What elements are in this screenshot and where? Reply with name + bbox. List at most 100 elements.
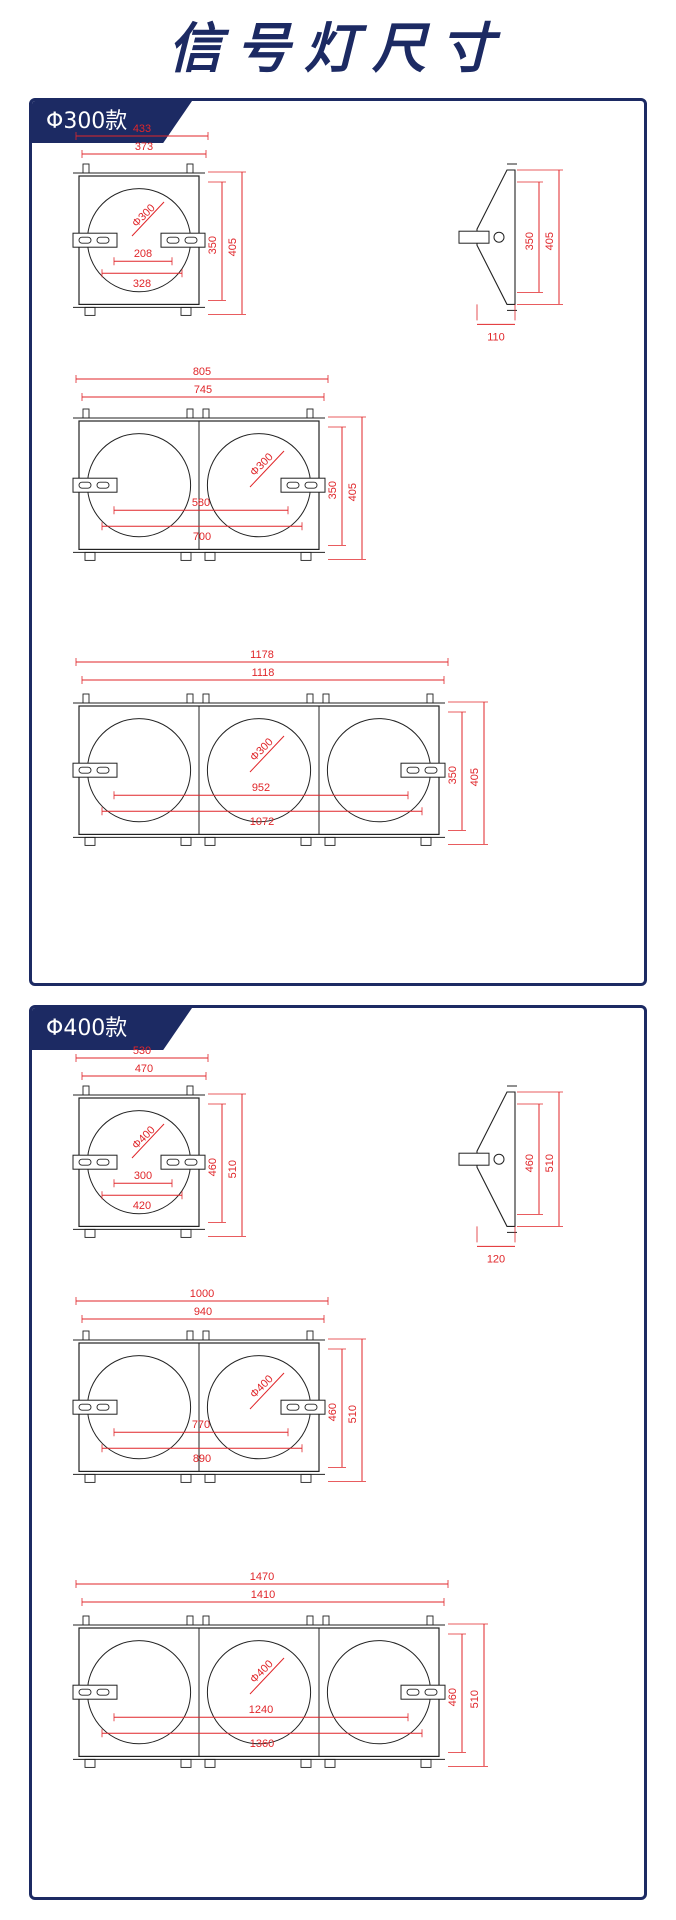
phi300-triple-w-inner-label: 1118: [252, 667, 275, 679]
phi300-single-slot-b-right: [184, 236, 198, 244]
phi400-single-mount-inner-label: 300: [134, 1170, 152, 1182]
phi300-double-foot-a-2: [204, 551, 216, 561]
phi300-double-tab-a-1: [82, 408, 90, 419]
phi300-single-w-inner-label: 373: [135, 141, 153, 153]
phi400-double-h-outer-label: 510: [347, 1405, 359, 1423]
phi400-side-h-inner-label: 460: [524, 1154, 536, 1172]
phi400-triple-slot-b-right: [424, 1688, 438, 1696]
phi400-triple-tab-a-1: [82, 1615, 90, 1626]
phi400-double-tab-a-2: [202, 1330, 210, 1341]
phi400-triple-w-inner-label: 1410: [251, 1589, 275, 1601]
phi400-side-bolt: [493, 1153, 505, 1165]
phi300-triple-tab-b-1: [186, 693, 194, 704]
phi300-double-slot-b-right: [304, 481, 318, 489]
phi300-triple-h-inner-label: 350: [447, 766, 459, 784]
phi400-triple-h-outer-label: 510: [469, 1690, 481, 1708]
phi400-triple-h-inner-label: 460: [447, 1688, 459, 1706]
phi400-double-slot-a-left: [78, 1403, 92, 1411]
phi400-double-foot-a-1: [84, 1473, 96, 1483]
phi300-double-mount-outer-label: 700: [193, 531, 211, 543]
phi300-double-w-inner-label: 745: [194, 384, 212, 396]
phi300-side-h-inner-label: 350: [524, 232, 536, 250]
phi400-triple-tab-a-3: [322, 1615, 330, 1626]
phi300-tag-label: Φ300款: [46, 109, 128, 134]
phi400-single-dia-label: Φ400: [130, 1124, 158, 1152]
phi400-triple-housing: [78, 1627, 440, 1757]
phi400-single-h-outer-label: 510: [227, 1160, 239, 1178]
phi300-triple-slot-b-right: [424, 766, 438, 774]
phi300-triple-bracket-left: [72, 762, 118, 778]
phi300-triple-housing: [78, 705, 440, 835]
phi300-single-slot-b-left: [96, 236, 110, 244]
phi400-triple-tab-a-2: [202, 1615, 210, 1626]
phi300-side-h-outer-label: 405: [544, 232, 556, 250]
phi300-single-tab-a-1: [82, 163, 90, 174]
phi300-double-h-inner-label: 350: [327, 481, 339, 499]
phi400-double-slot-a-right: [286, 1403, 300, 1411]
phi300-triple-slot-b-left: [96, 766, 110, 774]
phi300-single-mount-inner-label: 208: [134, 248, 152, 260]
phi300-single-bracket-left: [72, 232, 118, 248]
phi400-double-slot-b-left: [96, 1403, 110, 1411]
phi400-double-slot-b-right: [304, 1403, 318, 1411]
phi400-double-bracket-right: [280, 1399, 326, 1415]
phi300-triple-tab-a-3: [322, 693, 330, 704]
phi400-triple-dia-line: [249, 1657, 285, 1695]
phi300-single-mount-outer-label: 328: [133, 278, 151, 290]
phi300-double-dia-line: [249, 450, 285, 488]
phi300-side-depth-label: 110: [487, 331, 505, 343]
phi400-triple-slot-a-right: [406, 1688, 420, 1696]
phi300-single-bracket-right: [160, 232, 206, 248]
phi400-triple-slot-a-left: [78, 1688, 92, 1696]
phi300-triple-foot-b-3: [420, 836, 432, 846]
phi300-double-foot-b-1: [180, 551, 192, 561]
phi400-side-h-outer-label: 510: [544, 1154, 556, 1172]
phi400-double-w-inner-label: 940: [194, 1306, 212, 1318]
phi300-side-bolt: [493, 231, 505, 243]
phi300-triple-mount-outer-label: 1072: [250, 816, 274, 828]
phi300-triple-foot-b-2: [300, 836, 312, 846]
phi400-single-slot-a-right: [166, 1158, 180, 1166]
phi400-triple-mount-inner-label: 1240: [249, 1704, 273, 1716]
phi300-double-h-outer-label: 405: [347, 483, 359, 501]
phi300-triple-foot-a-2: [204, 836, 216, 846]
phi300-triple-slot-a-right: [406, 766, 420, 774]
phi400-triple-slot-b-left: [96, 1688, 110, 1696]
phi400-triple-bracket-right: [400, 1684, 446, 1700]
phi400-triple-tab-b-1: [186, 1615, 194, 1626]
phi300-triple-tab-b-2: [306, 693, 314, 704]
phi400-single-slot-b-left: [96, 1158, 110, 1166]
phi300-triple-tab-a-1: [82, 693, 90, 704]
phi300-single-foot-b-1: [180, 306, 192, 316]
phi300-single-w-outer-label: 433: [133, 123, 151, 135]
phi300-single-h-inner-label: 350: [207, 236, 219, 254]
phi300-double-bracket-left: [72, 477, 118, 493]
phi400-double-foot-b-2: [300, 1473, 312, 1483]
phi300-triple-lamp-2: [206, 718, 312, 823]
phi400-side-depth-label: 120: [487, 1253, 505, 1265]
phi300-double-w-outer-label: 805: [193, 366, 211, 378]
phi400-side-mount: [458, 1152, 490, 1166]
phi400-single-h-inner-label: 460: [207, 1158, 219, 1176]
phi400-single-mount-outer-label: 420: [133, 1200, 151, 1212]
phi400-triple-tab-b-2: [306, 1615, 314, 1626]
phi300-triple-bracket-right: [400, 762, 446, 778]
phi400-single-tab-b-1: [186, 1085, 194, 1096]
phi400-single-slot-b-right: [184, 1158, 198, 1166]
phi300-triple-foot-b-1: [180, 836, 192, 846]
phi300-triple-tab-a-2: [202, 693, 210, 704]
phi400-triple-w-outer-label: 1470: [250, 1571, 274, 1583]
phi400-triple-bracket-left: [72, 1684, 118, 1700]
phi400-double-w-outer-label: 1000: [190, 1288, 214, 1300]
phi300-double-foot-a-1: [84, 551, 96, 561]
phi300-double-tab-b-2: [306, 408, 314, 419]
phi300-side-mount: [458, 230, 490, 244]
phi400-triple-foot-b-2: [300, 1758, 312, 1768]
phi400-triple-tab-b-3: [426, 1615, 434, 1626]
phi300-single-slot-a-left: [78, 236, 92, 244]
phi300-triple-dia-line: [249, 735, 285, 773]
phi400-tag: Φ400款: [32, 1008, 192, 1050]
phi300-double-slot-a-right: [286, 481, 300, 489]
